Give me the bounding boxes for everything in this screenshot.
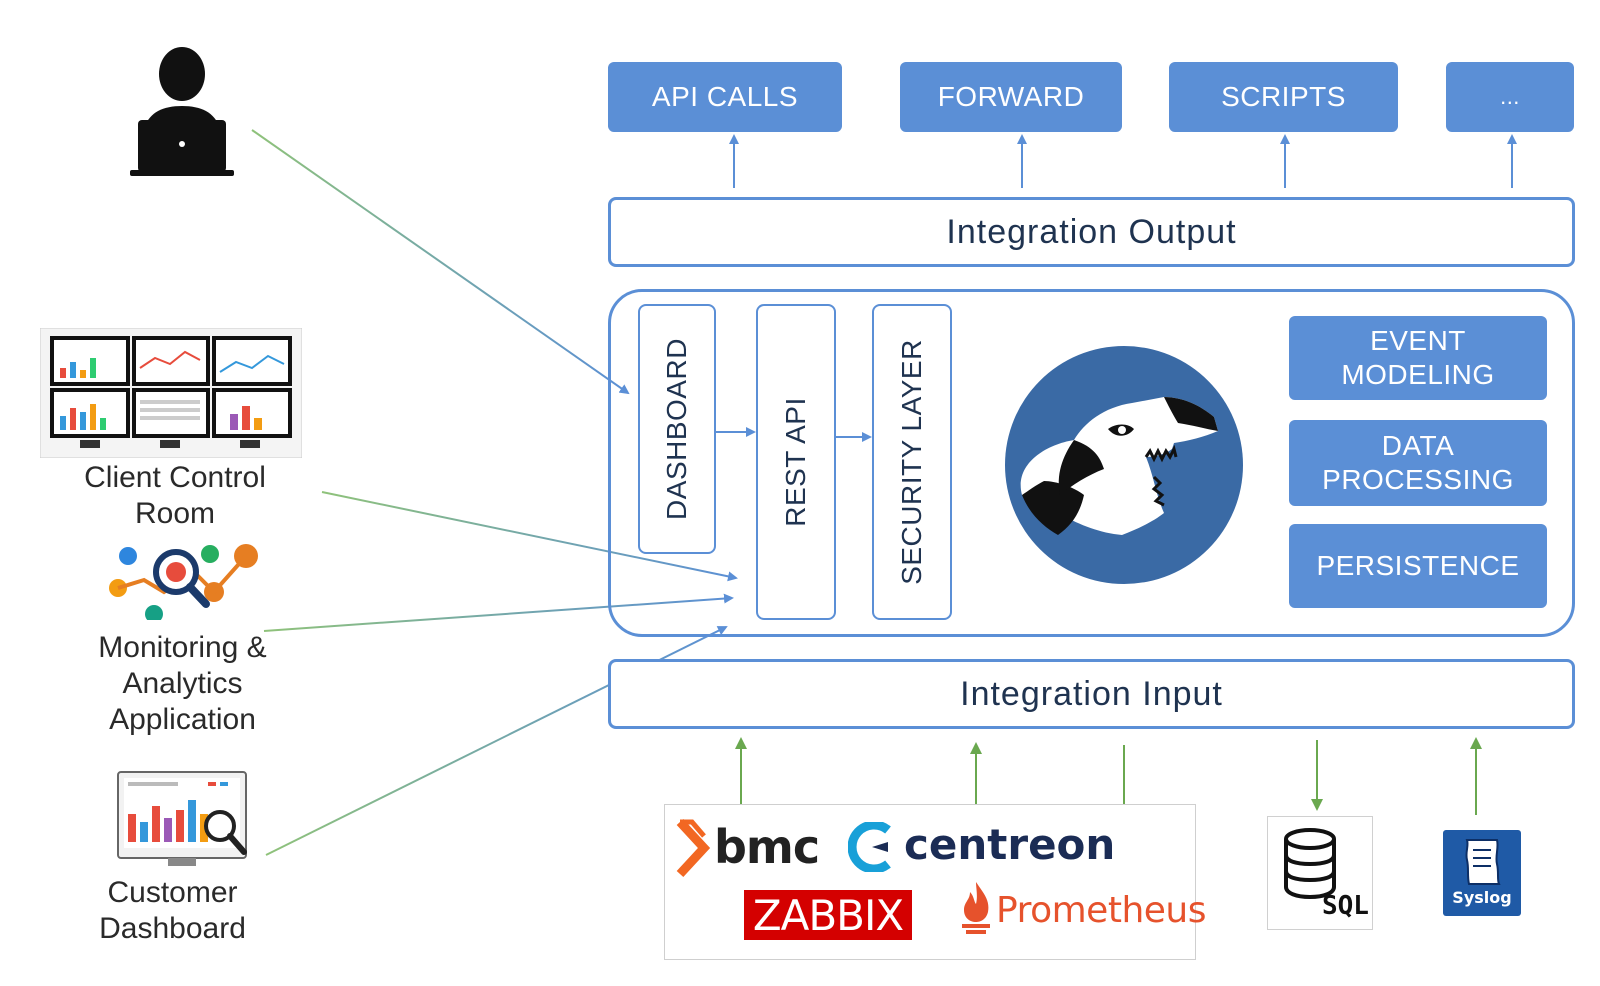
event-modeling-box: EVENT MODELING — [1289, 316, 1547, 400]
syslog-page-icon — [1465, 839, 1501, 885]
integration-output-band: Integration Output — [608, 197, 1575, 267]
more-outputs-label: ... — [1500, 84, 1520, 109]
event-modeling-label: EVENT MODELING — [1341, 325, 1495, 390]
bmc-label: bmc — [714, 820, 820, 874]
customer-dashboard-monitor-icon — [117, 771, 247, 866]
centreon-label: centreon — [904, 820, 1116, 869]
prometheus-label: Prometheus — [996, 890, 1206, 931]
line-user-to-dashboard — [251, 129, 630, 395]
api-calls-box: API CALLS — [608, 62, 842, 132]
line-monitoring — [263, 593, 734, 632]
persistence-label: PERSISTENCE — [1316, 550, 1520, 581]
centreon-logo-icon — [848, 822, 891, 872]
persistence-box: PERSISTENCE — [1289, 524, 1547, 608]
analytics-magnifier-icon — [109, 544, 258, 620]
sql-label: SQL — [1322, 891, 1369, 921]
dashboard-label: DASHBOARD — [661, 338, 692, 520]
api-calls-label: API CALLS — [651, 81, 799, 112]
control-room-monitors-icon — [40, 328, 302, 458]
security-layer-label: SECURITY LAYER — [896, 339, 927, 585]
customer-dashboard-label: Customer Dashboard — [99, 876, 246, 945]
client-control-room-label: Client Control Room — [84, 461, 266, 530]
rest-api-label: REST API — [780, 397, 812, 527]
database-icon — [1284, 828, 1336, 900]
security-layer-box: SECURITY LAYER — [872, 304, 952, 620]
integration-input-label: Integration Input — [960, 674, 1223, 713]
syslog-label: Syslog — [1452, 888, 1512, 907]
forward-label: FORWARD — [937, 81, 1085, 112]
zabbix-label: ZABBIX — [752, 890, 904, 940]
sql-logo: SQL — [1267, 816, 1373, 930]
prometheus-flame-icon — [962, 882, 990, 934]
scripts-label: SCRIPTS — [1221, 81, 1346, 112]
rest-api-box: REST API — [756, 304, 836, 620]
syslog-logo: Syslog — [1443, 830, 1521, 916]
data-processing-box: DATA PROCESSING — [1289, 420, 1547, 506]
bmc-logo-icon — [676, 818, 711, 878]
core-container — [608, 289, 1575, 637]
dashboard-box: DASHBOARD — [638, 304, 716, 554]
zabbix-logo: ZABBIX — [744, 890, 912, 940]
forward-box: FORWARD — [900, 62, 1122, 132]
user-laptop-icon — [130, 47, 234, 176]
scripts-box: SCRIPTS — [1169, 62, 1398, 132]
data-processing-label: DATA PROCESSING — [1322, 430, 1514, 495]
integration-output-label: Integration Output — [946, 212, 1237, 251]
line-control-room — [321, 491, 738, 582]
integration-input-band: Integration Input — [608, 659, 1575, 729]
more-outputs-box: ... — [1446, 62, 1574, 132]
monitoring-analytics-label: Monitoring & Analytics Application — [98, 631, 267, 736]
dinosaur-logo — [1005, 346, 1243, 584]
